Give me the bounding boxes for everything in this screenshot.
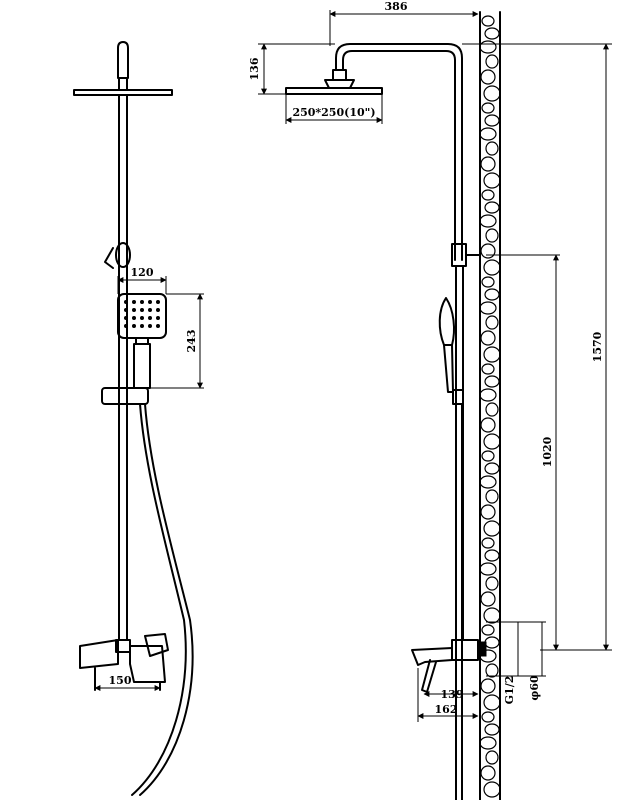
dim-mixer-width: 150: [109, 674, 132, 687]
wall-stone: [481, 15, 495, 27]
wall-stone: [485, 576, 499, 591]
wall-stone: [481, 189, 495, 201]
wall-stone: [484, 288, 500, 301]
side-head-joint: [324, 79, 355, 89]
wall-stone: [485, 750, 499, 765]
dim-head-height: 136: [248, 57, 261, 80]
dimension-lines: 386 136 250*250(10") 120 243 150 1570 10: [94, 0, 612, 722]
wall-stone: [484, 549, 500, 562]
wall-stone: [485, 663, 499, 678]
wall-stone: [485, 489, 499, 504]
side-spout: [411, 647, 453, 666]
wall-stone: [479, 301, 497, 315]
side-slide-holder: [452, 389, 464, 405]
front-spout: [79, 639, 119, 669]
wall-stone: [484, 462, 500, 475]
front-hand-shower-nozzles: [124, 300, 160, 328]
wall-stone: [484, 27, 500, 40]
dim-spout-reach-long: 162: [435, 703, 458, 716]
side-head-connector: [332, 69, 347, 81]
front-mixer-body: [129, 645, 166, 683]
wall-stone: [485, 141, 499, 156]
front-hose-outer: [139, 403, 194, 796]
wall-stone: [481, 450, 495, 462]
wall-stone: [483, 259, 501, 276]
side-shower-head: [285, 87, 383, 95]
wall-stone: [483, 85, 501, 102]
wall-stone: [484, 723, 500, 736]
front-hose-inner: [131, 403, 187, 796]
front-head-connector: [118, 77, 128, 91]
wall-stone: [481, 711, 495, 723]
dim-bracket-height: 1020: [541, 436, 554, 467]
wall-stone: [483, 520, 501, 537]
wall-stone: [483, 694, 501, 711]
wall-stone: [479, 214, 497, 228]
wall-stone: [485, 54, 499, 69]
wall-stone: [480, 417, 496, 433]
wall-stone: [480, 243, 496, 259]
dim-flange-diameter: φ60: [528, 675, 541, 701]
side-hand-shower-handle: [443, 344, 454, 393]
front-top-arm: [117, 41, 129, 79]
dim-spout-reach-short: 139: [441, 688, 464, 701]
side-view: [285, 11, 501, 800]
wall-stone-pattern: [479, 15, 501, 798]
wall-stone: [480, 69, 496, 85]
side-shower-arm-inner: [342, 50, 456, 261]
front-hand-shower-head: [117, 293, 167, 339]
wall-stone: [481, 624, 495, 636]
wall-stone: [479, 40, 497, 54]
wall-stone: [479, 736, 497, 750]
front-wall-bracket: [115, 242, 131, 268]
wall-stone: [480, 765, 496, 781]
wall-stone: [479, 562, 497, 576]
dim-connection-thread: G1/2: [503, 676, 516, 705]
wall-stone: [480, 591, 496, 607]
wall-stone: [481, 537, 495, 549]
wall-stone: [479, 388, 497, 402]
wall-stone: [484, 636, 500, 649]
dim-total-height: 1570: [591, 331, 604, 362]
wall-stone: [480, 678, 496, 694]
wall-stone: [480, 330, 496, 346]
dim-hand-shower-width: 120: [131, 266, 154, 279]
dim-head-size: 250*250(10"): [292, 106, 375, 119]
wall-stone: [485, 402, 499, 417]
wall-stone: [481, 102, 495, 114]
wall-stone: [483, 607, 501, 624]
wall-stone: [484, 201, 500, 214]
wall-stone: [485, 315, 499, 330]
front-mixer-lever: [144, 633, 169, 657]
wall-stone: [483, 781, 501, 798]
wall-stone: [479, 127, 497, 141]
wall-stone: [481, 363, 495, 375]
wall-stone: [483, 346, 501, 363]
side-mixer-flange: [477, 641, 487, 657]
side-mixer-lever: [421, 659, 437, 693]
dim-hand-shower-length: 243: [185, 330, 198, 353]
wall-stone: [480, 504, 496, 520]
wall-stone: [485, 228, 499, 243]
wall-stone: [480, 156, 496, 172]
wall-stone: [483, 433, 501, 450]
side-hand-shower-head: [438, 297, 455, 346]
wall-stone: [484, 114, 500, 127]
dim-arm-reach: 386: [385, 0, 408, 13]
front-view: [73, 41, 194, 796]
wall-stone: [484, 375, 500, 388]
wall-stone: [479, 475, 497, 489]
front-shower-head: [73, 89, 173, 96]
front-hand-shower-handle: [133, 343, 151, 389]
wall-stone: [483, 172, 501, 189]
wall-stone: [481, 276, 495, 288]
front-bracket-knob: [104, 247, 114, 269]
side-shower-arm-outer: [335, 43, 463, 261]
front-slide-holder: [101, 387, 149, 405]
